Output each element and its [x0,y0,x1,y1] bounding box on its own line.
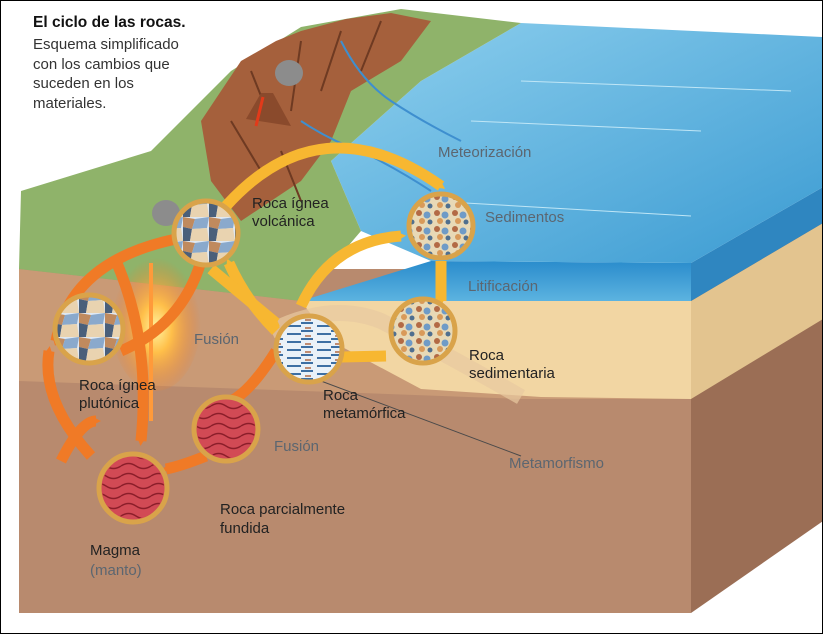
ash-cloud [275,60,303,86]
sample-igneous-volcanic [171,198,241,268]
label-roca-ignea-volcanica: Roca ígnea volcánica [252,195,329,230]
diagram-subtitle: Esquema simplificado con los cambios que… [33,36,179,112]
mountain-range [201,13,431,221]
sample-igneous-plutonic [52,292,126,366]
label-meteorizacion: Meteorización [438,144,532,161]
magma-plume [111,251,201,391]
ocean-right-side [691,187,822,301]
sample-metamorphic [273,313,345,385]
sample-sediments [406,191,476,261]
arrow-magma-cycle-2 [42,346,96,460]
label-metamorfismo: Metamorfismo [509,455,605,472]
diagram-title: El ciclo de las rocas. [33,14,186,31]
label-roca-ignea-plutonica: Roca ígnea plutónica [79,377,156,412]
label-roca-metamorfica: Roca metamórfica [323,387,406,422]
label-fusion-2: Fusión [274,438,320,455]
label-magma: Magma [90,542,141,559]
arrow-sed-to-meta [336,350,387,363]
label-litificacion: Litificación [468,278,539,295]
label-fusion-1: Fusión [194,331,240,348]
label-roca-sedimentaria: Roca sedimentaria [469,347,555,382]
arrow-volcanic-to-meta [207,264,280,328]
arrow-magma-to-plutonic [56,415,101,464]
label-manto: (manto) [90,562,142,579]
arrow-fusion-to-magma [161,450,209,475]
label-roca-parcialmente-fundida: Roca parcialmente fundida [220,501,346,537]
label-sedimentos: Sedimentos [485,209,565,226]
sample-sedimentary [388,296,458,366]
ocean-side [301,261,691,301]
sand-layer-side [691,223,822,399]
arrow-meta-to-sed [296,230,406,309]
arrow-weathering [221,142,446,210]
